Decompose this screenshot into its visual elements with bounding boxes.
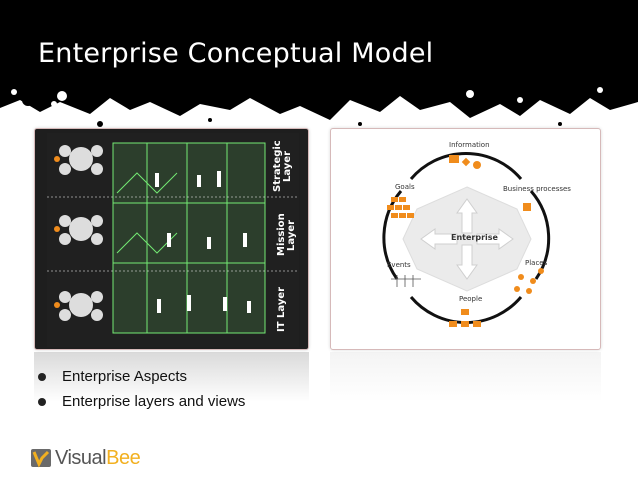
bullet-item: Enterprise layers and views <box>38 393 245 418</box>
logo-text-bee: Bee <box>106 446 141 469</box>
bullet-list: Enterprise Aspects Enterprise layers and… <box>38 368 245 418</box>
grunge-edge-decoration <box>0 80 638 127</box>
node-information: Information <box>449 141 490 149</box>
left-image-reflection <box>34 352 309 402</box>
logo-text-visual: Visual <box>55 446 107 469</box>
building-drawing <box>47 133 299 347</box>
node-people: People <box>459 295 483 303</box>
slide-title: Enterprise Conceptual Model <box>38 38 434 69</box>
node-business-processes: Business processes <box>503 185 571 193</box>
bullet-text: Enterprise layers and views <box>62 393 246 410</box>
layer-label-mission: Mission Layer <box>276 213 297 257</box>
building-illustration: Strategic Layer Mission Layer IT Layer <box>47 133 299 347</box>
visualbee-logo: Visual Bee <box>30 446 141 470</box>
right-image-reflection <box>330 352 601 402</box>
diagram-center-label: Enterprise <box>451 233 498 242</box>
bullet-dot <box>38 398 46 406</box>
enterprise-aspects-diagram: Enterprise Information Business processe… <box>330 128 601 350</box>
logo-icon <box>31 449 51 468</box>
enterprise-layers-image: Strategic Layer Mission Layer IT Layer <box>34 128 309 350</box>
layer-label-it: IT Layer <box>276 286 287 332</box>
bullet-dot <box>38 373 46 381</box>
layer-label-strategic: Strategic Layer <box>272 140 293 192</box>
aspects-wheel <box>382 151 551 327</box>
bullet-item: Enterprise Aspects <box>38 368 245 393</box>
bullet-text: Enterprise Aspects <box>62 368 188 385</box>
node-places: Places <box>525 259 548 267</box>
node-events: Events <box>387 261 411 269</box>
title-bar <box>0 0 638 86</box>
node-goals: Goals <box>395 183 415 191</box>
